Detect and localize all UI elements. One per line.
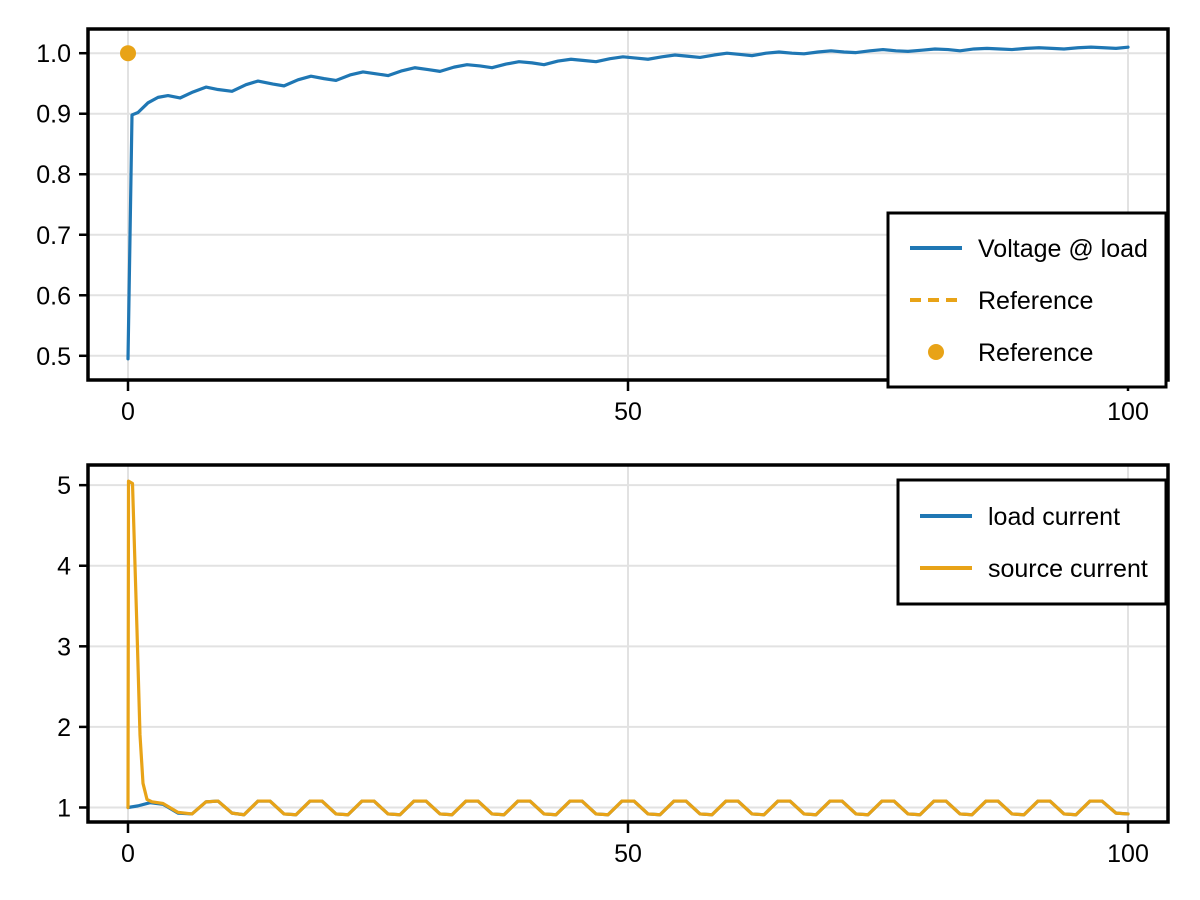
x-tick-label: 0 (121, 398, 135, 426)
y-tick-label: 2 (57, 714, 71, 742)
y-tick-label: 0.5 (36, 343, 71, 371)
legend-box (896, 478, 1168, 606)
y-tick-label: 1.0 (36, 40, 71, 68)
y-tick-label: 0.6 (36, 282, 71, 310)
series-line-source-current (126, 479, 1130, 817)
series-line-voltage-load (126, 45, 1130, 361)
x-tick-label: 100 (1107, 840, 1149, 868)
legend-entry-label: Voltage @ load (978, 235, 1148, 263)
legend-entry-label: Reference (978, 287, 1093, 315)
y-tick-label: 1 (57, 794, 71, 822)
x-tick-label: 50 (614, 840, 642, 868)
x-tick-label: 0 (121, 840, 135, 868)
x-tick-label: 50 (614, 398, 642, 426)
y-tick-label: 0.7 (36, 222, 71, 250)
reference-marker-dot (120, 45, 136, 62)
y-tick-label: 0.8 (36, 161, 71, 189)
voltage-plot-svg: 0.5 0.6 0.7 0.8 0.9 1.0 0 50 100 Voltage @ loadRe… (36, 27, 1170, 426)
data-layer (126, 479, 1130, 817)
y-tick-label: 4 (57, 553, 71, 581)
legend-entry-label: load current (988, 503, 1120, 531)
y-tick-label: 3 (57, 633, 71, 661)
legend-entry-label: source current (988, 555, 1148, 583)
data-layer (120, 45, 1130, 361)
legend-entry-label: Reference (978, 339, 1093, 367)
x-tick-label: 100 (1107, 398, 1149, 426)
y-tick-label: 5 (57, 472, 71, 500)
legend-swatch-dot-marker (928, 344, 944, 360)
y-tick-label: 0.9 (36, 101, 71, 129)
